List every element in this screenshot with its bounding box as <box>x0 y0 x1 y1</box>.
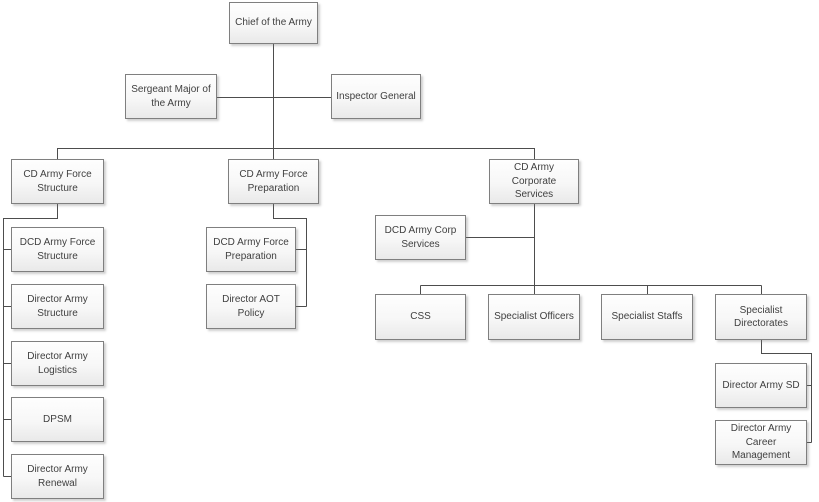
node-director-army-sd: Director Army SD <box>715 363 807 408</box>
node-dcd-army-force-structure: DCD Army Force Structure <box>11 227 104 272</box>
node-specialist-directorates: Specialist Directorates <box>715 294 807 340</box>
node-director-army-renewal: Director Army Renewal <box>11 454 104 499</box>
node-cd-army-force-preparation: CD Army Force Preparation <box>228 159 319 204</box>
connector-force-preparation-trunk <box>273 204 307 307</box>
node-inspector-general: Inspector General <box>331 74 421 119</box>
node-specialist-staffs: Specialist Staffs <box>601 294 693 340</box>
node-cd-army-corporate-services: CD Army Corporate Services <box>489 159 579 204</box>
node-dpsm: DPSM <box>11 397 104 442</box>
node-dcd-army-force-preparation: DCD Army Force Preparation <box>206 227 296 272</box>
node-director-army-structure: Director Army Structure <box>11 284 104 329</box>
node-dcd-army-corp-services: DCD Army Corp Services <box>375 215 466 260</box>
node-specialist-officers: Specialist Officers <box>488 294 580 340</box>
node-director-aot-policy: Director AOT Policy <box>206 284 296 329</box>
node-css: CSS <box>375 294 466 340</box>
node-sergeant-major-of-the-army: Sergeant Major of the Army <box>125 74 217 119</box>
node-director-army-logistics: Director Army Logistics <box>11 341 104 386</box>
connector-directorates-trunk <box>761 340 812 443</box>
connector-branches <box>57 148 535 159</box>
node-director-army-career-management: Director Army Career Management <box>715 420 807 465</box>
node-cd-army-force-structure: CD Army Force Structure <box>11 159 104 204</box>
connector-force-structure-trunk <box>3 204 58 477</box>
node-chief-of-the-army: Chief of the Army <box>229 2 318 44</box>
